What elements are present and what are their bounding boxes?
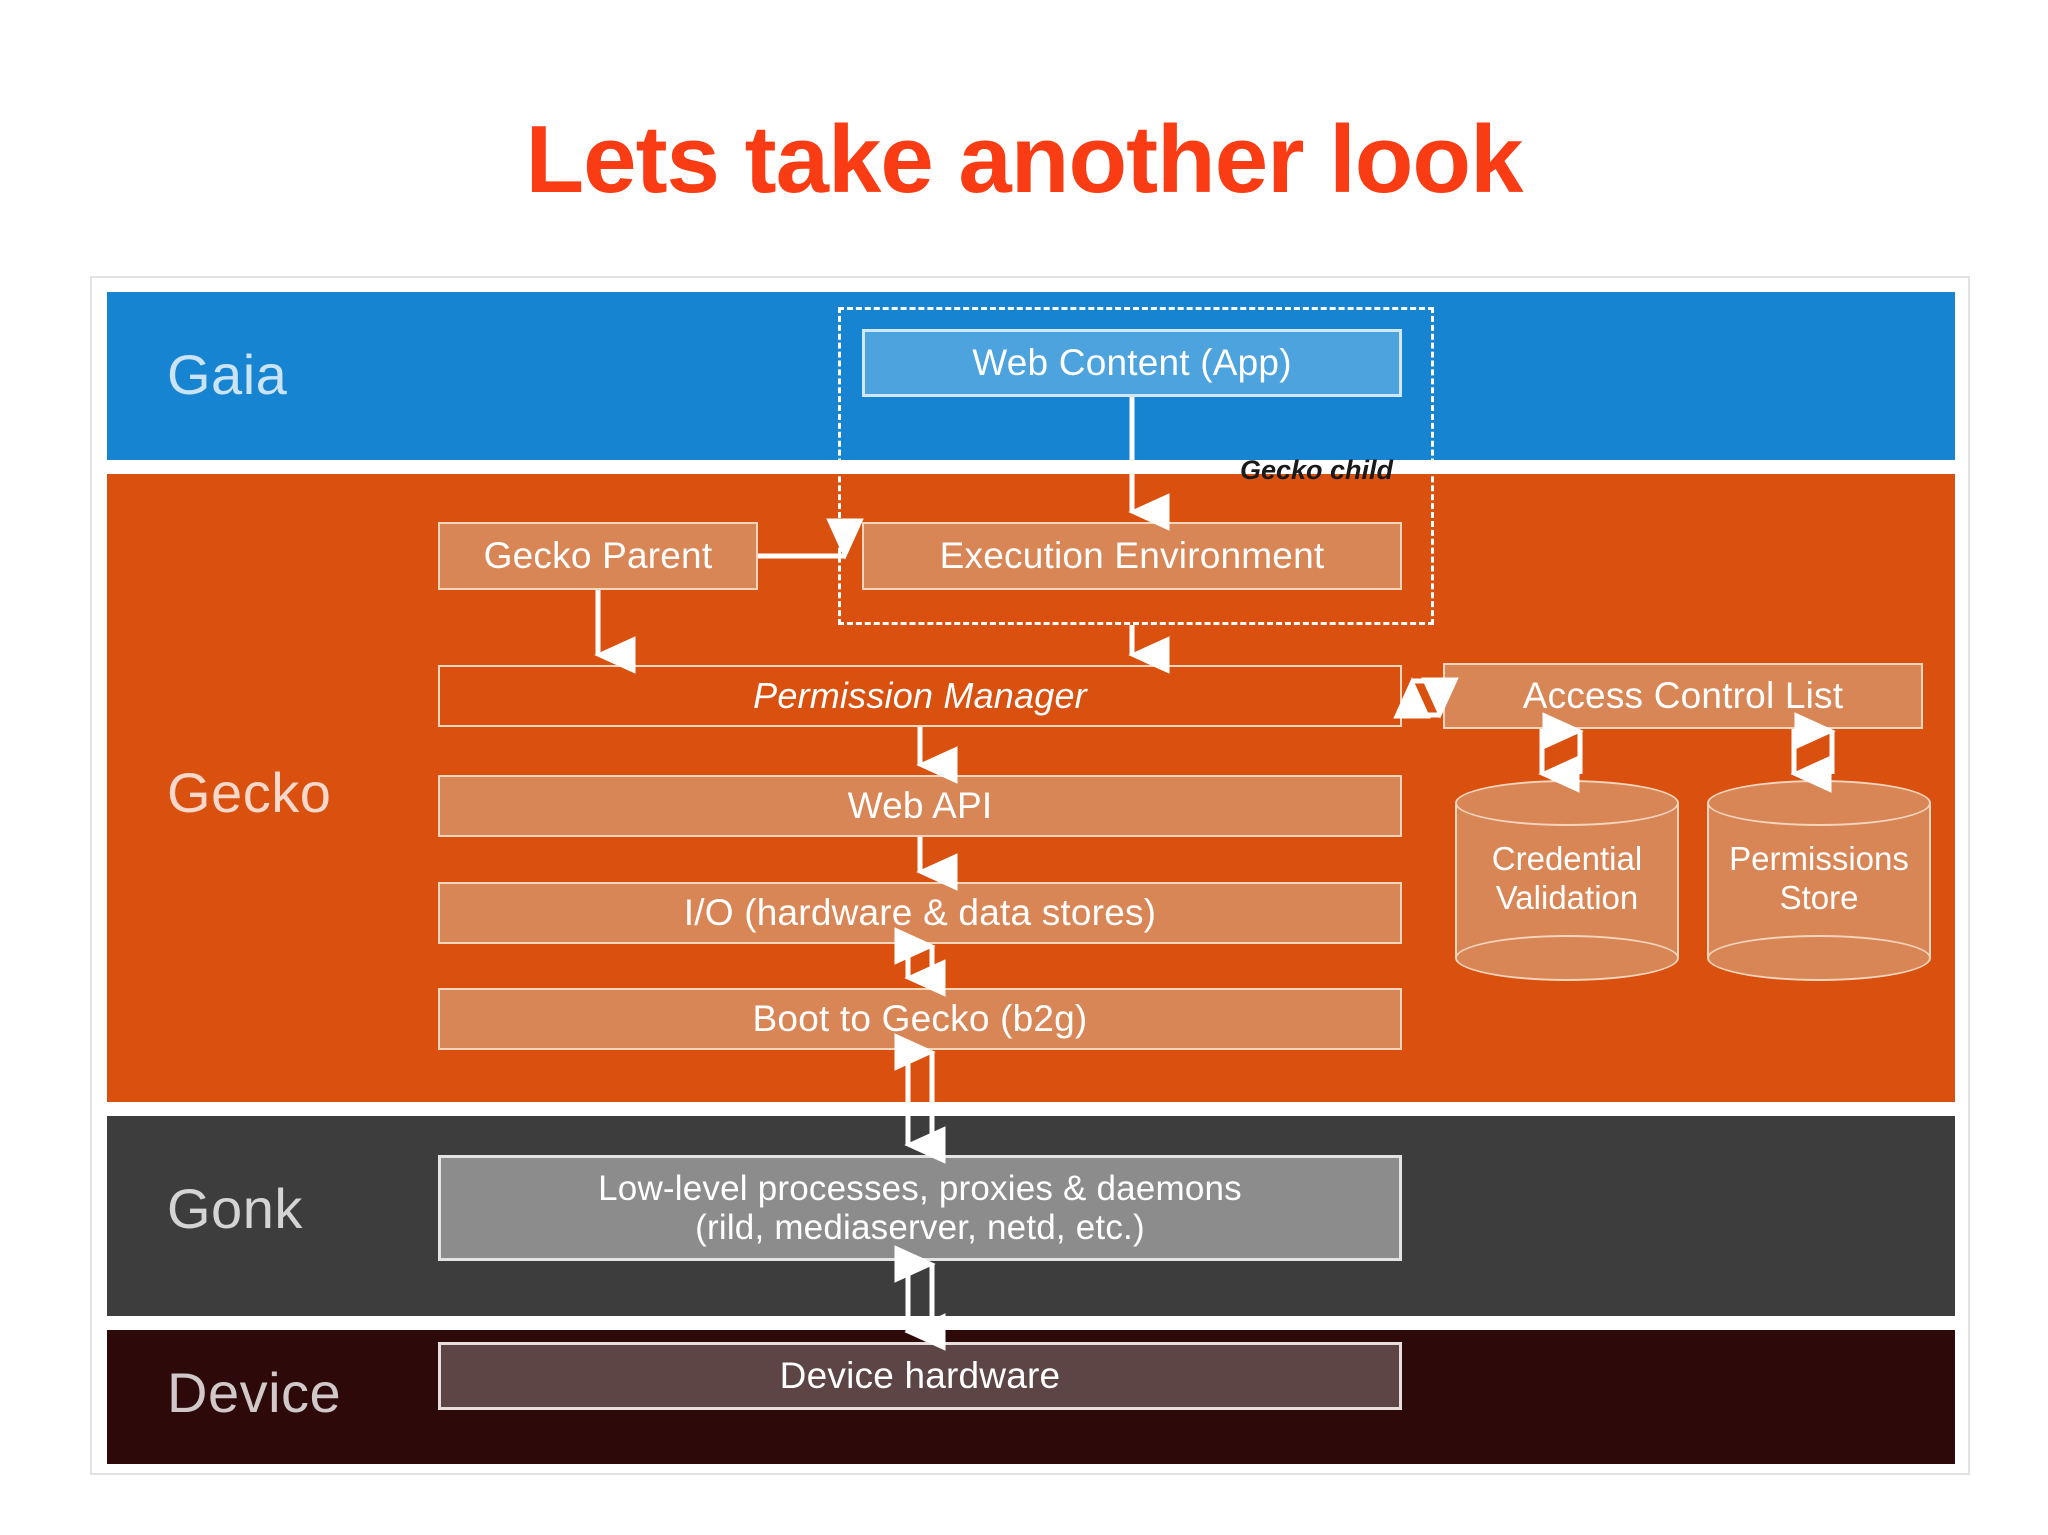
node-boot-to-gecko[interactable]: Boot to Gecko (b2g)	[438, 988, 1402, 1050]
cylinder-body	[1455, 802, 1679, 958]
datastore-label-line2: Validation	[1495, 878, 1639, 916]
cylinder-bottom-ellipse	[1455, 935, 1679, 981]
datastore-label-line2: Store	[1779, 878, 1859, 916]
gonk-line2: (rild, mediaserver, netd, etc.)	[695, 1208, 1145, 1247]
gonk-line1: Low-level processes, proxies & daemons	[598, 1168, 1242, 1208]
datastore-permissions-store[interactable]: Permissions Store	[1707, 780, 1931, 981]
layer-label-gonk: Gonk	[167, 1177, 303, 1240]
layer-label-device: Device	[167, 1361, 342, 1424]
datastore-label-line1: Credential	[1491, 840, 1643, 877]
node-access-control-list[interactable]: Access Control List	[1443, 663, 1923, 729]
datastore-label: Permissions Store	[1707, 840, 1931, 918]
cylinder-bottom-ellipse	[1707, 935, 1931, 981]
slide-title: Lets take another look	[525, 106, 1524, 213]
cylinder-top-ellipse	[1707, 780, 1931, 826]
cylinder-body	[1707, 802, 1931, 958]
gonk-box-text: Low-level processes, proxies & daemons (…	[598, 1169, 1242, 1247]
node-permission-manager[interactable]: Permission Manager	[438, 665, 1402, 727]
datastore-credential-validation[interactable]: Credential Validation	[1455, 780, 1679, 981]
cylinder-top-ellipse	[1455, 780, 1679, 826]
node-low-level-processes[interactable]: Low-level processes, proxies & daemons (…	[438, 1155, 1402, 1261]
node-web-api[interactable]: Web API	[438, 775, 1402, 837]
node-web-content-app[interactable]: Web Content (App)	[862, 329, 1402, 397]
architecture-diagram-frame: Gaia Gecko Gonk Device	[90, 276, 1970, 1475]
node-gecko-parent[interactable]: Gecko Parent	[438, 522, 758, 590]
layer-label-gaia: Gaia	[167, 343, 288, 406]
node-io-hardware-data-stores[interactable]: I/O (hardware & data stores)	[438, 882, 1402, 944]
gecko-child-label: Gecko child	[1240, 455, 1394, 485]
node-device-hardware[interactable]: Device hardware	[438, 1342, 1402, 1410]
datastore-label-line1: Permissions	[1729, 840, 1909, 877]
layer-label-gecko: Gecko	[167, 761, 332, 824]
node-execution-environment[interactable]: Execution Environment	[862, 522, 1402, 590]
datastore-label: Credential Validation	[1455, 840, 1679, 918]
